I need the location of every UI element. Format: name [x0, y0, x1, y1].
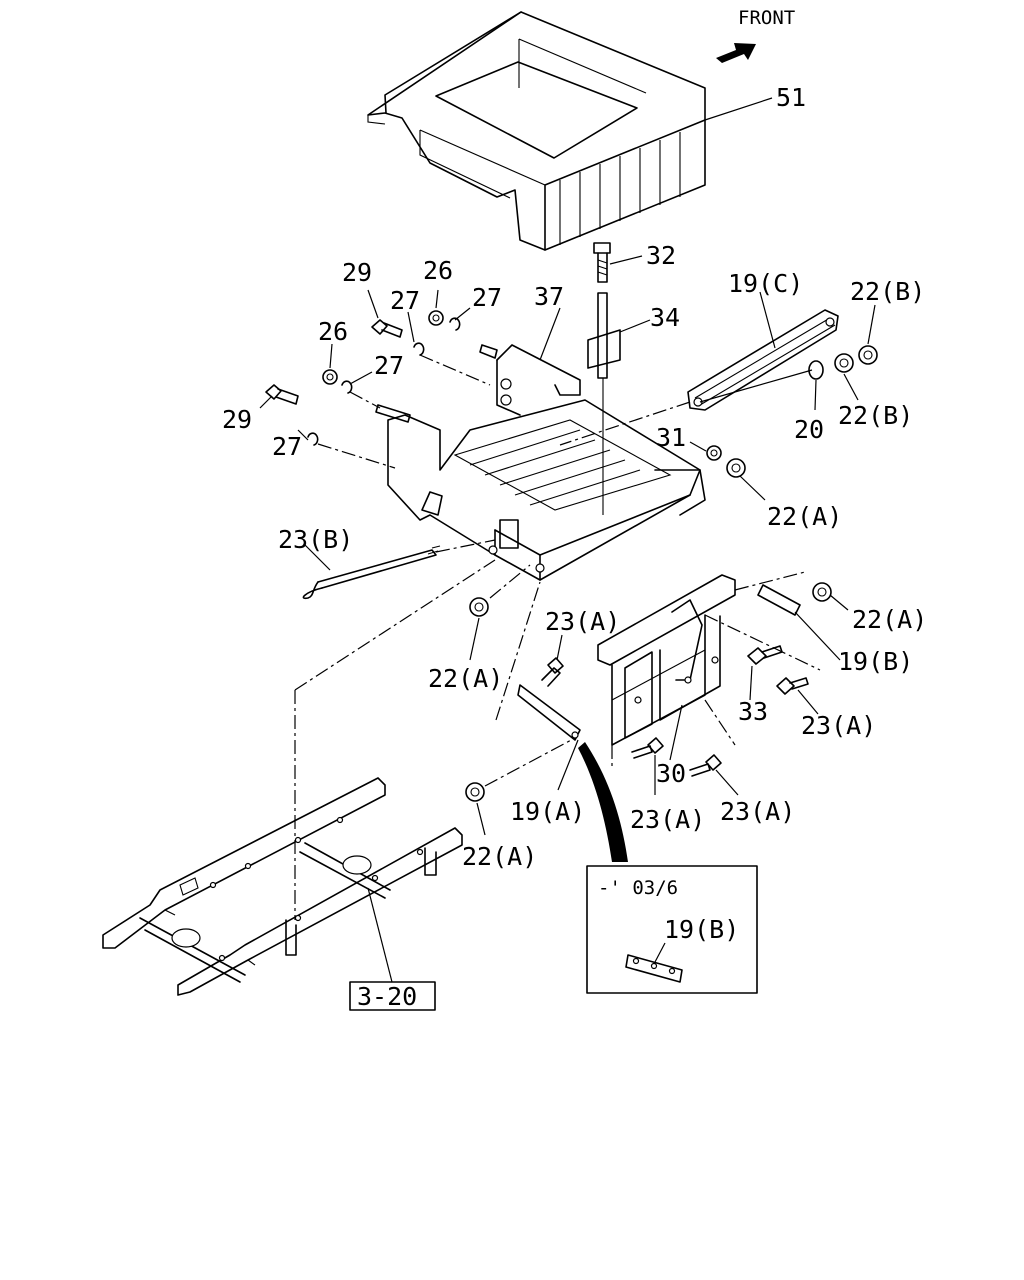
- label-22a-right-lower: 22(A): [852, 605, 927, 634]
- reference-box-label: 3-20: [357, 982, 417, 1011]
- label-33: 33: [738, 697, 768, 726]
- washer-27-b: [449, 317, 461, 331]
- label-27-b: 27: [472, 283, 502, 312]
- battery-tray-30: [597, 574, 736, 746]
- label-34: 34: [650, 303, 680, 332]
- nut-22a-right-upper: [726, 458, 746, 478]
- bracket-19b: [757, 584, 801, 616]
- washer-20: [808, 360, 824, 380]
- bolt-23a-upper: [541, 657, 564, 687]
- label-22b-inner: 22(B): [838, 401, 913, 430]
- label-23b: 23(B): [278, 525, 353, 554]
- label-19b: 19(B): [838, 647, 913, 676]
- bolt-23a-lower-left: [631, 737, 664, 759]
- nut-22a-bottom: [465, 782, 485, 802]
- label-37: 37: [534, 282, 564, 311]
- bolt-23a-lower-right: [689, 754, 722, 777]
- label-23a-right: 23(A): [801, 711, 876, 740]
- stud-bolt-lower: [375, 404, 411, 423]
- label-26-lower: 26: [318, 317, 348, 346]
- label-23a-upper: 23(A): [545, 607, 620, 636]
- inset-box: [586, 865, 758, 994]
- battery-tray-37: [387, 344, 706, 581]
- label-22a-right-upper: 22(A): [767, 502, 842, 531]
- screw-29-lower: [265, 384, 299, 405]
- label-27-a: 27: [390, 286, 420, 315]
- nut-22a-left: [469, 597, 489, 617]
- label-23a-lower-left: 23(A): [630, 805, 705, 834]
- front-arrow-icon: [716, 43, 756, 63]
- battery-cover-51: [367, 11, 706, 251]
- hold-clamp-34: [587, 292, 621, 379]
- label-26-upper: 26: [423, 256, 453, 285]
- washer-27-a: [413, 342, 425, 356]
- nut-26-lower: [322, 369, 338, 385]
- label-23a-lower-right: 23(A): [720, 797, 795, 826]
- label-29-upper: 29: [342, 258, 372, 287]
- label-27-c: 27: [374, 351, 404, 380]
- hold-bar-19c: [687, 309, 839, 411]
- label-29-lower: 29: [222, 405, 252, 434]
- label-20: 20: [794, 415, 824, 444]
- stud-bolt-upper: [479, 344, 498, 359]
- washer-27-d: [307, 432, 319, 446]
- reference-box: [349, 981, 436, 1011]
- nut-22a-right-lower: [812, 582, 832, 602]
- screw-29-upper: [371, 319, 403, 338]
- nut-22b-outer: [858, 345, 878, 365]
- inset-date-label: -' 03/6: [598, 877, 678, 899]
- bolt-23a-right: [776, 677, 809, 695]
- inset-part-label: 19(B): [664, 915, 739, 944]
- label-51: 51: [776, 83, 806, 112]
- label-22a-left: 22(A): [428, 664, 503, 693]
- chassis-frame: [102, 777, 463, 996]
- label-22b-outer: 22(B): [850, 277, 925, 306]
- label-27-d: 27: [272, 432, 302, 461]
- label-22a-bottom: 22(A): [462, 842, 537, 871]
- nut-22b-inner: [834, 353, 854, 373]
- front-label: FRONT: [738, 7, 795, 29]
- label-31: 31: [656, 423, 686, 452]
- label-19a: 19(A): [510, 797, 585, 826]
- label-30: 30: [656, 759, 686, 788]
- washer-27-c: [341, 380, 353, 394]
- nut-26-upper: [428, 310, 444, 326]
- bolt-33: [747, 645, 783, 665]
- label-32: 32: [646, 241, 676, 270]
- bolt-32: [593, 242, 611, 283]
- nut-31: [706, 445, 722, 461]
- bracket-19a: [517, 684, 581, 741]
- indicator-arrow-icon: [578, 742, 628, 862]
- label-19c: 19(C): [728, 269, 803, 298]
